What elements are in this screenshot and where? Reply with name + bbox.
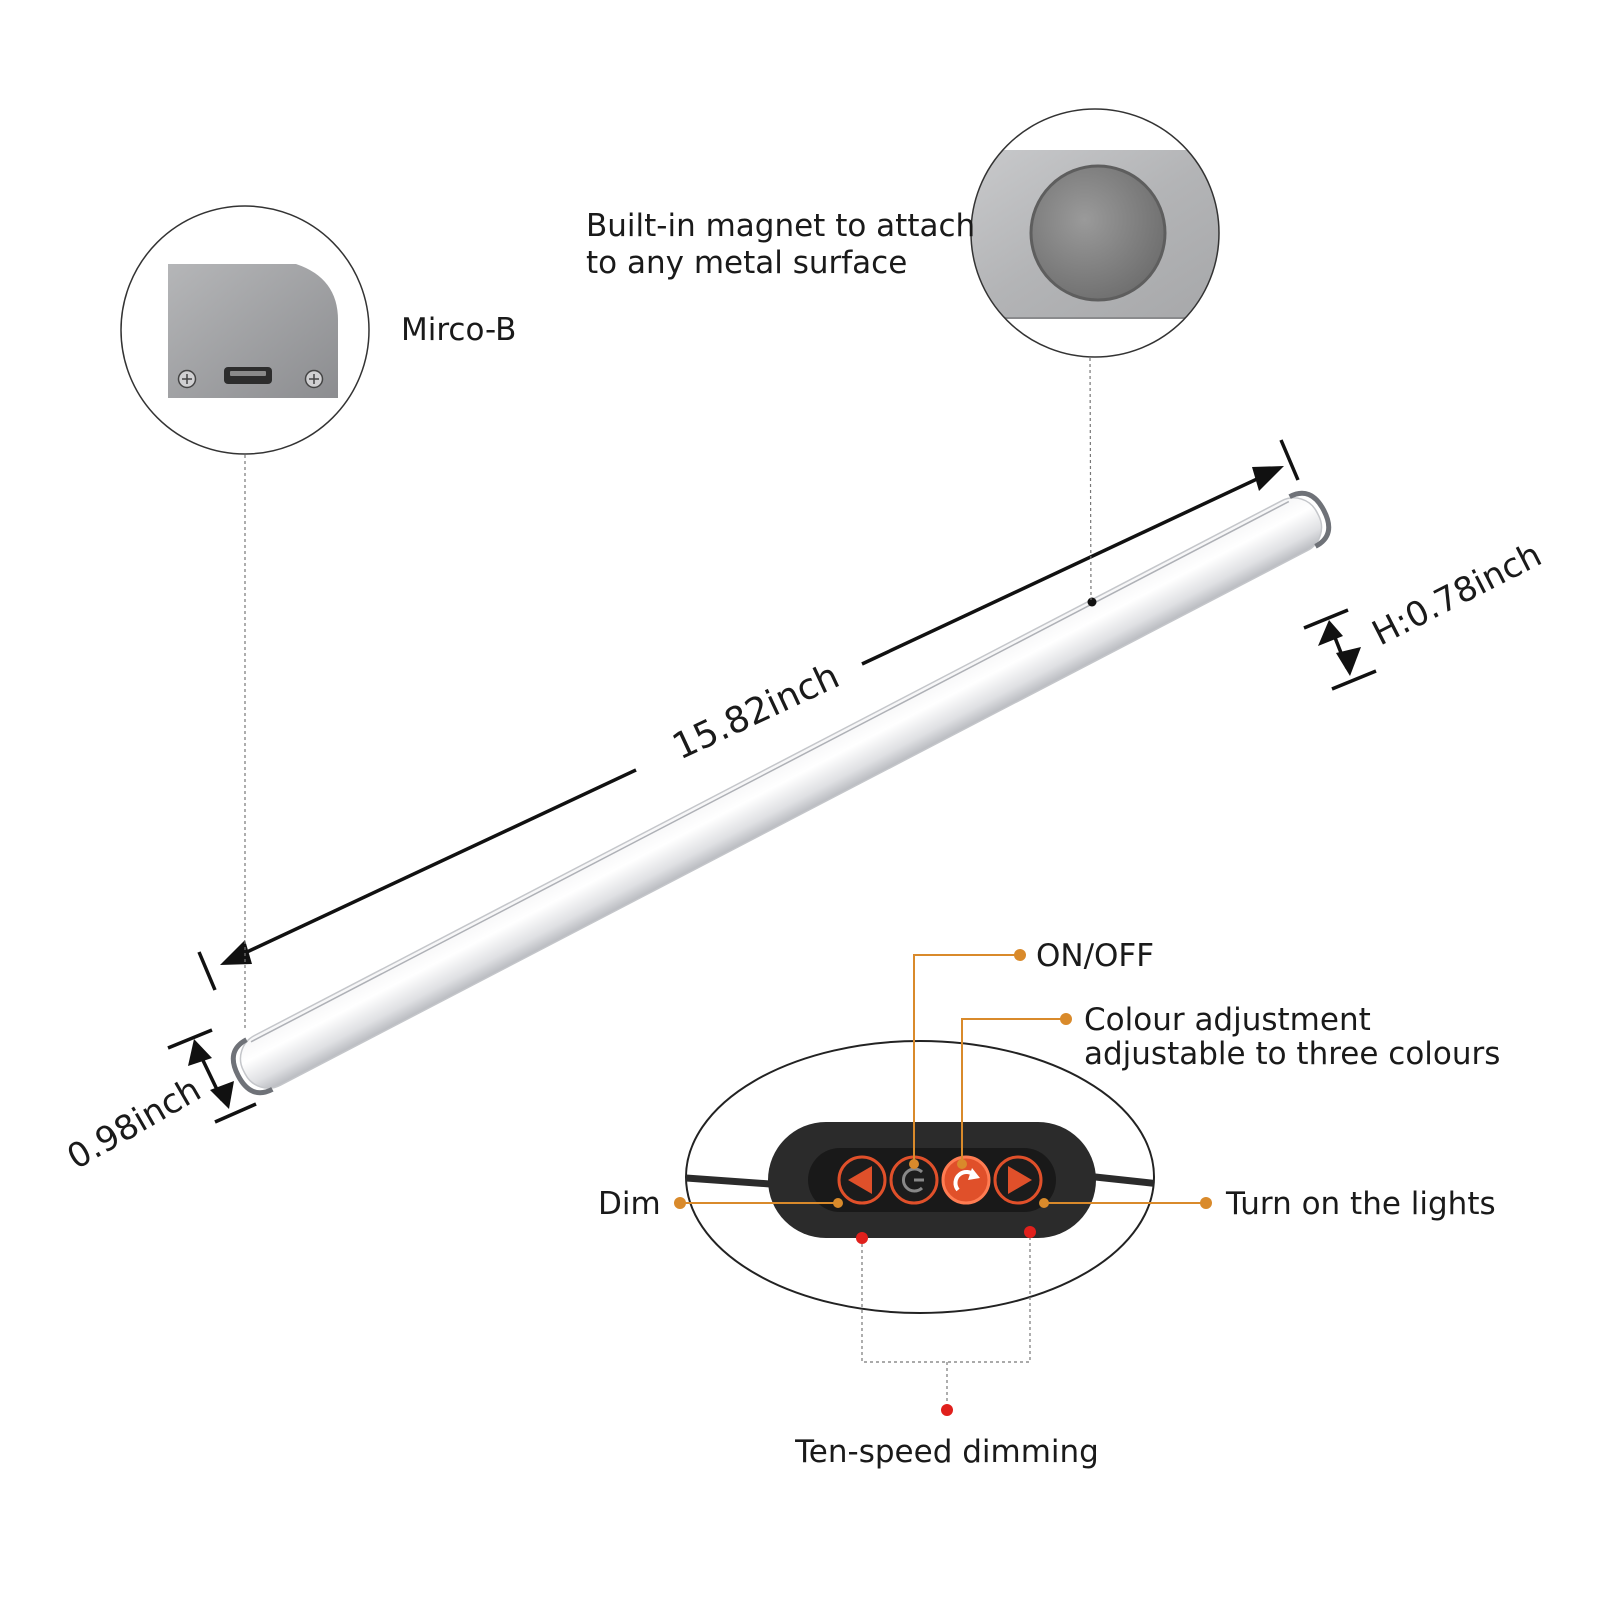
light-bar-end-cap-left [230,1037,274,1096]
height-label: H:0.78inch [1366,535,1548,654]
micro-b-label: Mirco-B [401,312,516,348]
width-arrow-down [210,1081,234,1109]
on-off-leader [913,954,1020,1164]
dim-label: Dim [598,1186,661,1222]
colour-button[interactable] [941,1155,991,1205]
colour-leader [961,1018,1066,1164]
light-bar-end-cap-right [1288,490,1332,549]
controller-cable-left [686,1174,771,1188]
right-arrow-icon [1008,1166,1032,1194]
ten-speed-label: Ten-speed dimming [794,1434,1099,1470]
magnet-leader [1089,357,1092,601]
colour-label-line1: Colour adjustment [1084,1002,1371,1038]
height-dimension [1303,608,1377,691]
screw-left-icon [177,369,197,389]
end-cap-image [168,264,338,398]
light-bar-body [239,497,1323,1089]
colour-label-line2: adjustable to three colours [1084,1036,1500,1072]
length-arrow-left [220,940,252,965]
length-dimension [197,439,1300,991]
magnet-label-line2: to any metal surface [586,245,907,281]
height-arrow-up [1318,620,1343,646]
dim-button[interactable] [837,1155,887,1205]
on-off-label: ON/OFF [1036,938,1154,974]
light-bar [230,490,1332,1096]
micro-b-callout: Mirco-B [120,205,516,1030]
light-bar-edge [250,500,1290,1043]
width-arrow-up [188,1039,212,1066]
magnet-disc-icon [1029,164,1167,302]
dimming-bracket [861,1238,1031,1363]
height-arrow-down [1336,647,1361,676]
magnet-label-line1: Built-in magnet to attach [586,208,975,244]
magnet-point [1087,597,1097,607]
turn-on-label: Turn on the lights [1225,1186,1496,1222]
left-arrow-icon [848,1166,872,1194]
width-label: 0.98inch [61,1070,208,1178]
screw-right-icon [304,369,324,389]
controller-cable-right [1085,1172,1154,1188]
controller-callout: ON/OFF Colour adjustment adjustable to t… [598,938,1500,1470]
length-arrow-right [1252,466,1284,491]
brighten-button[interactable] [993,1155,1043,1205]
magnet-callout: Built-in magnet to attach to any metal s… [586,108,1220,601]
magnet-zoom-circle [970,108,1220,358]
power-icon [902,1167,924,1193]
